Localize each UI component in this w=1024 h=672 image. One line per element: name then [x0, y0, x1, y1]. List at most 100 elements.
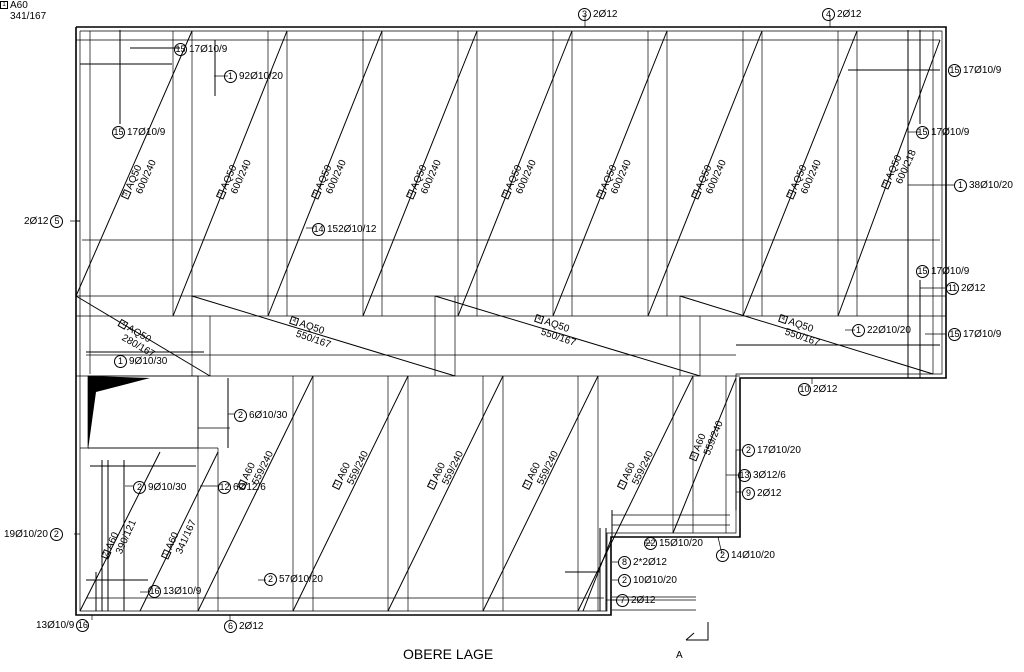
label-text: 2Ø12 — [837, 8, 862, 20]
position-number: 9 — [742, 487, 755, 500]
position-number: 14 — [312, 223, 325, 236]
bar-spec: 2Ø12 — [24, 215, 49, 227]
section-mark: A — [676, 650, 683, 661]
section-arrow — [685, 622, 709, 641]
position-number: 2 — [234, 409, 247, 422]
bar-spec: 2Ø12 — [631, 594, 656, 606]
bar-spec: 2Ø12 — [239, 620, 264, 632]
position-number: 1 — [224, 70, 237, 83]
bar-spec: 19Ø10/20 — [4, 528, 48, 540]
bar-spec: 22Ø10/20 — [867, 324, 911, 336]
bar-spec: 13Ø10/9 — [36, 619, 75, 631]
bar-spec: 57Ø10/20 — [279, 573, 323, 585]
position-number: 15 — [916, 265, 929, 278]
position-number: 13 — [738, 469, 751, 482]
bar-spec: 92Ø10/20 — [239, 70, 283, 82]
label-text: 2Ø12 — [593, 8, 618, 20]
bar-spec: 17Ø10/20 — [757, 444, 801, 456]
position-number: 16 — [148, 585, 161, 598]
position-number: 1 — [114, 355, 127, 368]
bar-spec: 13Ø10/9 — [163, 585, 202, 597]
top-label-3: 3 2Ø12 — [578, 8, 617, 21]
position-number: 15 — [948, 328, 961, 341]
bar-spec: 2*2Ø12 — [633, 556, 667, 568]
mat-diagonals-upper — [75, 30, 941, 317]
bar-spec: 15Ø10/20 — [659, 537, 703, 549]
bar-spec: 17Ø10/9 — [963, 64, 1002, 76]
mat-type: A60 — [10, 0, 28, 11]
bar-spec: 17Ø10/9 — [189, 43, 228, 55]
bar-spec: 9Ø10/30 — [129, 355, 168, 367]
bar-spec: 38Ø10/20 — [969, 179, 1013, 191]
bar-spec: 17Ø10/9 — [127, 126, 166, 138]
slab-outline — [75, 26, 947, 616]
top-label-4: 4 2Ø12 — [822, 8, 861, 21]
position-number: 8 — [618, 556, 631, 569]
position-number: 16 — [76, 619, 90, 632]
position-number: 2 — [742, 444, 755, 457]
position-number: 4 — [822, 8, 835, 21]
position-number: 2 — [716, 549, 729, 562]
position-number: 15 — [948, 64, 961, 77]
position-number: 5 — [50, 215, 64, 228]
position-number: 15 — [174, 43, 187, 56]
position-number: 15 — [112, 126, 125, 139]
position-number: 2 — [49, 528, 63, 541]
position-number: 2 — [264, 573, 277, 586]
mat-symbol: 4 — [288, 316, 300, 327]
mat-symbol: 1 — [0, 1, 8, 10]
position-number: 2 — [618, 574, 631, 587]
mat-symbol: 4 — [777, 314, 789, 325]
position-number: 1 — [852, 324, 865, 337]
marker-leaders — [70, 15, 955, 620]
bar-spec: 152Ø10/12 — [327, 223, 377, 235]
drawing-title: OBERE LAGE — [403, 646, 494, 662]
rebar-lines — [76, 30, 940, 611]
bar-spec: 14Ø10/20 — [731, 549, 775, 561]
bar-spec: 2Ø12 — [757, 487, 782, 499]
bar-spec: 3Ø12/6 — [753, 469, 786, 481]
position-number: 1 — [954, 179, 967, 192]
position-number: 2 — [133, 481, 146, 494]
position-number: 11 — [946, 282, 959, 295]
bar-spec: 6Ø10/30 — [249, 409, 288, 421]
mat-symbol: 4 — [533, 314, 545, 325]
mat-size: 341/167 — [10, 11, 47, 22]
bar-spec: 6Ø12/6 — [233, 481, 266, 493]
opening-wedge — [88, 376, 150, 450]
bar-spec: 9Ø10/30 — [148, 481, 187, 493]
position-number: 22 — [644, 537, 657, 550]
bar-spec: 17Ø10/9 — [931, 265, 970, 277]
position-number: 15 — [916, 126, 929, 139]
position-number: 7 — [616, 594, 629, 607]
